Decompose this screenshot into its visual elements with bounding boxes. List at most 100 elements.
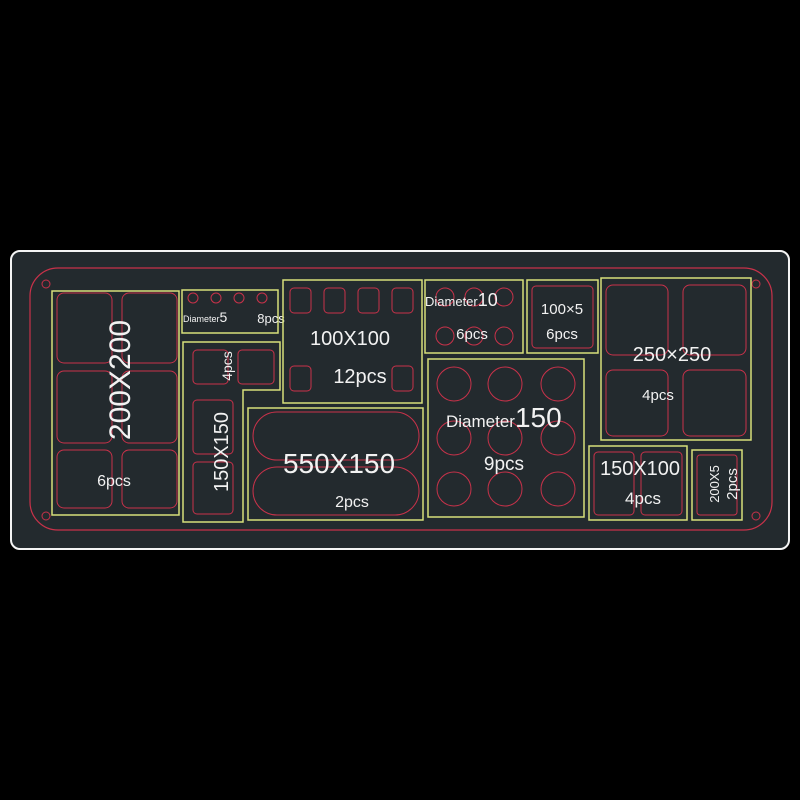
qty-label: 6pcs	[546, 326, 578, 343]
cutout-square	[56, 449, 113, 509]
size-label: Diameter150	[446, 402, 562, 433]
size-label: Diameter10	[425, 290, 498, 310]
group-diameter-10: Diameter10 6pcs	[424, 279, 524, 354]
group-outline	[51, 290, 180, 516]
diameter-value: 150	[515, 402, 562, 433]
cutout-square	[237, 349, 275, 385]
cutout-square	[192, 349, 229, 385]
cutout-circle	[487, 420, 523, 456]
cutout-circle	[540, 420, 576, 456]
cutout-circle	[494, 287, 514, 307]
size-label: 250×250	[633, 344, 711, 366]
qty-label: 4pcs	[642, 387, 674, 404]
diameter-prefix: Diameter	[183, 314, 220, 324]
cutout-square	[605, 369, 669, 437]
cutout-square	[391, 365, 414, 392]
qty-label: 6pcs	[97, 473, 131, 490]
qty-label: 9pcs	[484, 454, 524, 475]
size-label: 200X200	[104, 320, 137, 440]
cutout-square	[289, 365, 312, 392]
qty-label: 6pcs	[456, 326, 488, 343]
cutout-circle	[436, 420, 472, 456]
group-550x150: 550X150 2pcs	[247, 407, 424, 521]
group-200x200: 200X200 6pcs	[51, 290, 180, 516]
group-250x250: 250×250 4pcs	[600, 277, 752, 441]
cutout-circle	[436, 366, 472, 402]
group-outline	[427, 358, 585, 518]
cutout-square	[593, 451, 635, 516]
cutout-square	[605, 284, 669, 356]
group-150x150: 150X150 4pcs	[182, 341, 281, 523]
cutout-square	[323, 287, 346, 314]
group-200x5: 200X5 2pcs	[691, 449, 743, 521]
cutout-square	[391, 287, 414, 314]
mounting-hole	[751, 279, 761, 289]
cutout-circle	[210, 292, 222, 304]
cutout-square	[121, 449, 178, 509]
cutout-circle	[187, 292, 199, 304]
diameter-prefix: Diameter	[425, 294, 478, 309]
cutout-square	[56, 370, 113, 444]
size-label: 100X100	[310, 328, 390, 350]
cutout-square	[289, 287, 312, 314]
group-100x100: 100X100 12pcs	[282, 279, 423, 404]
group-outline	[247, 407, 424, 521]
group-150x100: 150X100 4pcs	[588, 445, 688, 521]
group-outline	[526, 279, 599, 354]
cutout-square	[682, 284, 747, 356]
cutout-circle	[435, 287, 455, 307]
cutout-circle	[256, 292, 268, 304]
size-label: 100×5	[541, 301, 583, 318]
diameter-value: 10	[478, 290, 498, 310]
group-outline	[600, 277, 752, 441]
cutout-square	[121, 370, 178, 444]
group-outline	[424, 279, 524, 354]
cutout-slot	[252, 411, 420, 461]
size-label: Diameter5	[183, 309, 228, 325]
qty-label: 4pcs	[219, 351, 235, 381]
diameter-value: 5	[220, 309, 228, 325]
qty-label: 8pcs	[257, 311, 285, 326]
cutout-square	[682, 369, 747, 437]
cutout-square	[192, 399, 234, 455]
cutout-slots	[531, 285, 594, 349]
foam-tray-board	[10, 250, 790, 550]
cutout-circle	[540, 471, 576, 507]
qty-label: 2pcs	[724, 468, 741, 500]
group-outline	[282, 279, 423, 404]
cutout-square	[192, 461, 234, 515]
group-100x5: 100×5 6pcs	[526, 279, 599, 354]
cutout-circle	[540, 366, 576, 402]
qty-label: 2pcs	[335, 494, 369, 511]
cutout-circle	[494, 326, 514, 346]
size-label: 150X100	[600, 458, 680, 480]
cutout-circle	[464, 287, 484, 307]
cutout-square	[121, 292, 178, 364]
size-label: 550X150	[283, 448, 395, 479]
qty-label: 12pcs	[333, 366, 386, 388]
mounting-hole	[751, 511, 761, 521]
mounting-hole	[41, 511, 51, 521]
cutout-circle	[464, 326, 484, 346]
group-outline	[691, 449, 743, 521]
group-diameter-150: Diameter150 9pcs	[427, 358, 585, 518]
group-outline	[181, 289, 279, 334]
group-outline	[182, 341, 281, 523]
cutout-circle	[487, 366, 523, 402]
cutout-circle	[233, 292, 245, 304]
group-outline	[588, 445, 688, 521]
cutout-square	[640, 451, 683, 516]
cutout-circle	[435, 326, 455, 346]
cutout-square	[56, 292, 113, 364]
diameter-prefix: Diameter	[446, 412, 515, 431]
group-diameter-5: Diameter5 8pcs	[181, 289, 285, 334]
inner-board-outline	[29, 267, 773, 531]
qty-label: 4pcs	[625, 489, 661, 508]
mounting-hole	[41, 279, 51, 289]
cutout-slots	[696, 454, 738, 516]
size-label: 150X150	[211, 412, 233, 492]
cutout-circle	[487, 471, 523, 507]
size-label: 200X5	[707, 465, 722, 503]
cutout-slot	[252, 466, 420, 516]
